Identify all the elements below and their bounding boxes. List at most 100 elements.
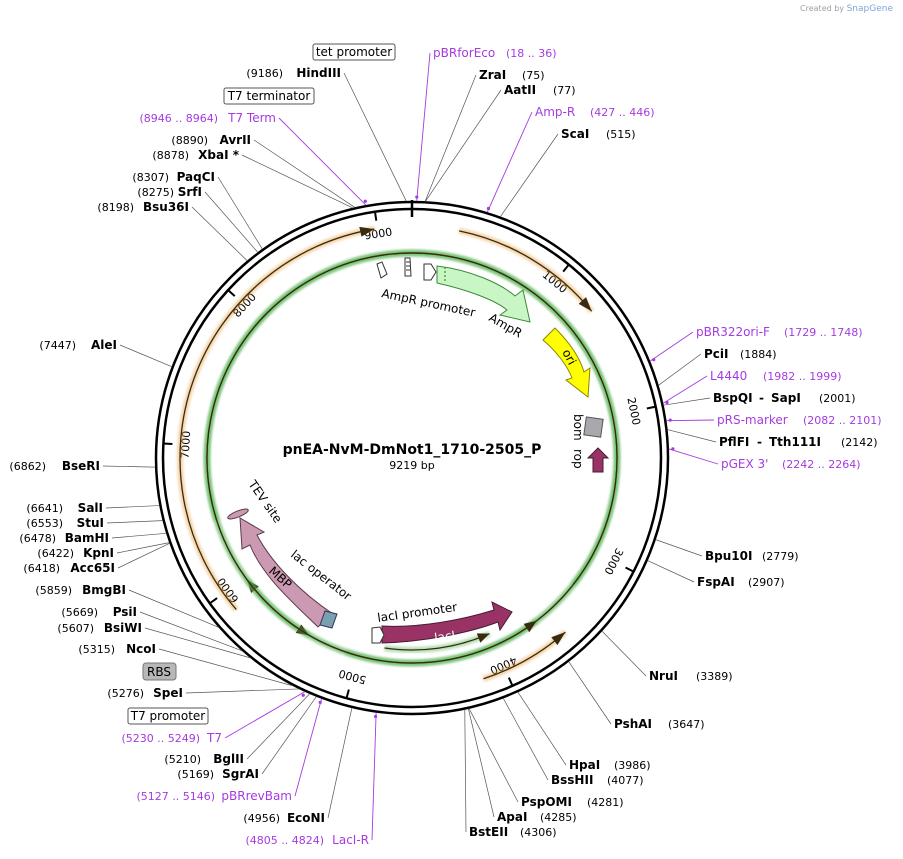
enzyme-position: (3986)	[614, 759, 651, 772]
leader-line	[416, 52, 431, 202]
leader-line	[662, 375, 708, 404]
orf-arc	[177, 226, 375, 612]
enzyme-position: (3647)	[668, 718, 705, 731]
primer-range: (5230 .. 5249)	[121, 732, 200, 745]
bom-feature	[583, 416, 604, 438]
enzyme-position: (75)	[522, 69, 545, 82]
enzyme-label: ZraI	[479, 68, 506, 82]
enzyme-label: BsiWI	[104, 621, 142, 635]
enzyme-label: SgrAI	[222, 767, 259, 781]
enzyme-position: (5669)	[61, 606, 98, 619]
leader-line	[663, 397, 711, 406]
enzyme-position: (5210)	[164, 753, 201, 766]
primer-site	[665, 400, 669, 405]
enzyme-label: SapI	[771, 391, 801, 405]
primer-label: pBRrevBam	[221, 789, 292, 803]
leader-line	[278, 117, 367, 206]
primer-site	[668, 418, 672, 422]
enzyme-label: StuI	[77, 516, 104, 530]
enzyme-position: (6418)	[23, 562, 60, 575]
t7-terminator-box: T7 terminator	[223, 87, 315, 105]
enzyme-label: Tth111I	[769, 435, 821, 449]
leader-line	[468, 708, 519, 803]
enzyme-label: Acc65I	[70, 561, 115, 575]
enzyme-position: (6862)	[9, 460, 46, 473]
leader-line	[425, 89, 502, 202]
enzyme-position: (8275)	[137, 186, 174, 199]
leader-line	[246, 693, 310, 760]
svg-text:RBS: RBS	[147, 665, 171, 679]
orf-arc	[482, 629, 568, 682]
enzyme-position: (515)	[606, 128, 636, 141]
leader-line	[601, 630, 647, 677]
primer-label: T7	[206, 731, 222, 745]
primer-label: LacI-R	[332, 833, 369, 847]
leader-line	[464, 709, 467, 833]
promoter-small-arrow-1	[376, 261, 388, 279]
enzyme-position: (5859)	[35, 584, 72, 597]
primer-label: Amp-R	[535, 105, 575, 119]
laci-promoter-arrow	[371, 626, 385, 644]
enzyme-position: (2907)	[748, 576, 785, 589]
enzyme-label: EcoNI	[287, 811, 325, 825]
enzyme-label: Bsu36I	[143, 200, 189, 214]
enzyme-position: (77)	[553, 84, 576, 97]
primer-site	[671, 447, 675, 451]
enzyme-label: HindIII	[296, 66, 341, 80]
enzyme-label: AleI	[91, 338, 117, 352]
enzyme-label: SrfI	[178, 185, 202, 199]
leader-line	[502, 698, 549, 781]
svg-text:T7 terminator: T7 terminator	[227, 89, 311, 103]
enzyme-label: FspAI	[697, 575, 735, 589]
primer-range: (2242 .. 2264)	[782, 458, 861, 471]
tick-mark	[209, 597, 218, 605]
ampr-arrow	[436, 265, 531, 323]
leader-line	[500, 133, 559, 217]
snapgene-credit: Created by SnapGene	[800, 4, 893, 14]
svg-text:T7 promoter: T7 promoter	[130, 709, 206, 723]
primer-range: (4805 .. 4824)	[245, 834, 324, 847]
tick-mark	[507, 677, 514, 687]
enzyme-position: (5169)	[177, 768, 214, 781]
orf-arc	[458, 227, 595, 314]
leader-line	[253, 139, 356, 208]
leader-line	[116, 542, 170, 554]
tick-mark	[562, 263, 570, 273]
leader-line	[217, 176, 263, 250]
leader-line	[106, 520, 163, 524]
leader-line	[294, 698, 323, 797]
tick-mark	[227, 289, 236, 297]
enzyme-label: PshAI	[614, 717, 652, 731]
primer-label: pGEX 3'	[721, 457, 768, 471]
laci-feature: lacI	[381, 601, 513, 645]
leader-line	[102, 465, 156, 468]
enzyme-label: PflFI	[719, 435, 749, 449]
tick-label: 3000	[601, 546, 625, 577]
rbs-box: RBS	[142, 662, 177, 681]
leader-line	[144, 627, 251, 659]
primer-label: pBRforEco	[433, 46, 495, 60]
leader-line	[105, 505, 160, 509]
leader-line	[371, 712, 377, 841]
enzyme-label: -	[757, 435, 762, 449]
enzyme-position: (6553)	[26, 517, 63, 530]
leader-line	[327, 707, 353, 819]
primer-range: (18 .. 36)	[506, 47, 557, 60]
primer-site	[301, 693, 305, 697]
leader-line	[668, 448, 719, 465]
plasmid-size: 9219 bp	[389, 459, 434, 472]
enzyme-label: NruI	[649, 669, 678, 683]
svg-text:tet promoter: tet promoter	[316, 45, 392, 59]
enzyme-position: (8307)	[132, 171, 169, 184]
enzyme-label: HpaI	[569, 758, 600, 772]
tet-promoter-box: tet promoter	[312, 43, 396, 61]
enzyme-position: (6422)	[37, 547, 74, 560]
enzyme-position: (1884)	[740, 348, 777, 361]
leader-line	[139, 611, 243, 652]
leader-line	[658, 353, 702, 386]
plasmid-name: pnEA-NvM-DmNot1_1710-2505_P	[283, 442, 542, 458]
enzyme-label: PaqCI	[177, 170, 215, 184]
primer-site	[652, 358, 656, 362]
enzyme-position: (2779)	[762, 550, 799, 563]
primer-label: T7 Term	[227, 111, 276, 125]
